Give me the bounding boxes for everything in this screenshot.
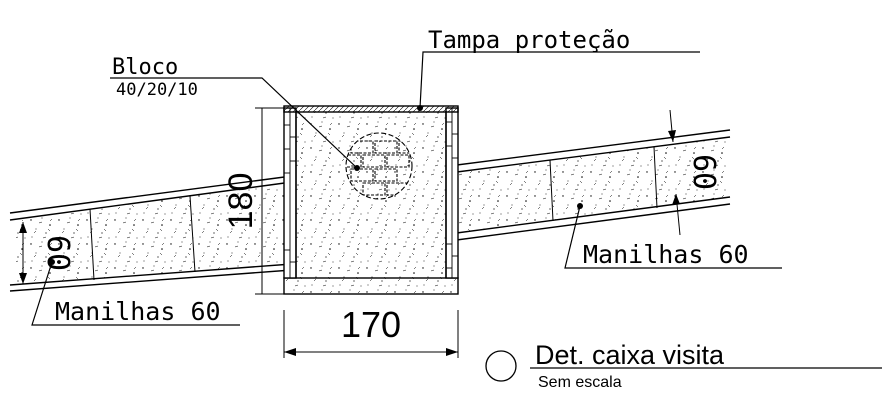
detail-title: Det. caixa visita: [535, 340, 725, 370]
right-pipe: [448, 129, 731, 242]
bloco-size-label: 40/20/10: [116, 80, 198, 100]
height-dimension-label: 180: [222, 173, 260, 230]
manilhas-right-label: Manilhas 60: [583, 240, 749, 269]
bloco-label: Bloco: [112, 55, 178, 80]
dimension-arrows: [19, 130, 680, 356]
detail-marker-circle: [485, 350, 517, 382]
manilhas-left-label: Manilhas 60: [55, 297, 221, 326]
width-dimension-label: 170: [341, 304, 401, 345]
left-pipe-dimension-label: 60: [40, 235, 75, 271]
protection-cover: [283, 105, 459, 113]
scale-label: Sem escala: [538, 374, 622, 391]
leader-dots: [49, 105, 583, 265]
leader-lines: [31, 51, 882, 369]
left-pipe: [9, 175, 293, 292]
tampa-protecao-label: Tampa proteção: [428, 26, 630, 54]
right-pipe-dimension-label: 60: [686, 154, 721, 190]
